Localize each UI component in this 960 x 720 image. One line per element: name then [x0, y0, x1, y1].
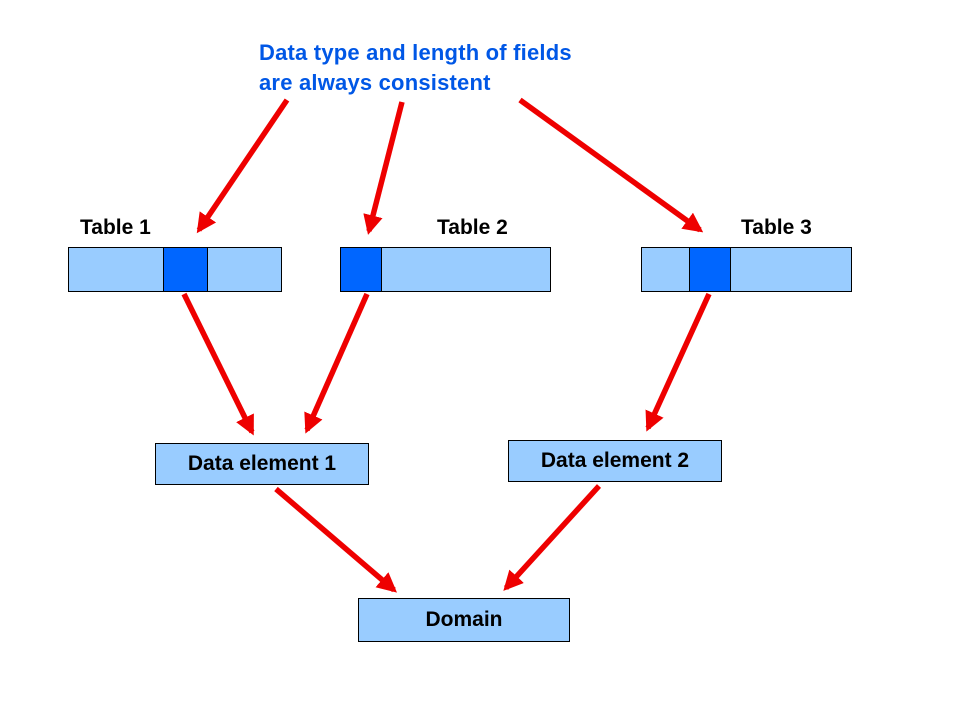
highlighted-field-segment [164, 248, 208, 291]
table-2-label: Table 2 [437, 216, 508, 239]
table-1-bar [68, 247, 282, 292]
arrow-annotation-to-table-2-field [363, 101, 405, 235]
arrow-table-2-field-to-data-element-1 [304, 292, 370, 434]
field-segment [69, 248, 165, 291]
arrow-table-1-field-to-data-element-1 [181, 292, 255, 436]
arrow-data-element-1-to-domain [274, 486, 398, 593]
data-element-2-box: Data element 2 [508, 440, 722, 482]
annotation-text: Data type and length of fields are alway… [259, 38, 572, 98]
arrow-data-element-2-to-domain [503, 484, 602, 591]
data-element-1-box: Data element 1 [155, 443, 369, 485]
data-element-1-label: Data element 1 [187, 452, 337, 475]
table-2-bar [340, 247, 551, 292]
highlighted-field-segment [689, 248, 732, 291]
field-segment [731, 248, 851, 291]
table-3-bar [641, 247, 852, 292]
table-1-label: Table 1 [80, 216, 151, 239]
field-segment [207, 248, 281, 291]
arrow-annotation-to-table-1-field [196, 98, 290, 234]
data-element-2-label: Data element 2 [540, 449, 690, 472]
domain-box: Domain [358, 598, 570, 642]
field-segment [642, 248, 690, 291]
table-3-label: Table 3 [741, 216, 812, 239]
annotation-line-1: Data type and length of fields [259, 40, 572, 65]
annotation-line-2: are always consistent [259, 70, 491, 95]
arrow-table-3-field-to-data-element-2 [645, 292, 712, 432]
arrow-annotation-to-table-3-field [518, 97, 704, 233]
highlighted-field-segment [341, 248, 382, 291]
domain-label: Domain [425, 608, 503, 631]
field-segment [381, 248, 550, 291]
